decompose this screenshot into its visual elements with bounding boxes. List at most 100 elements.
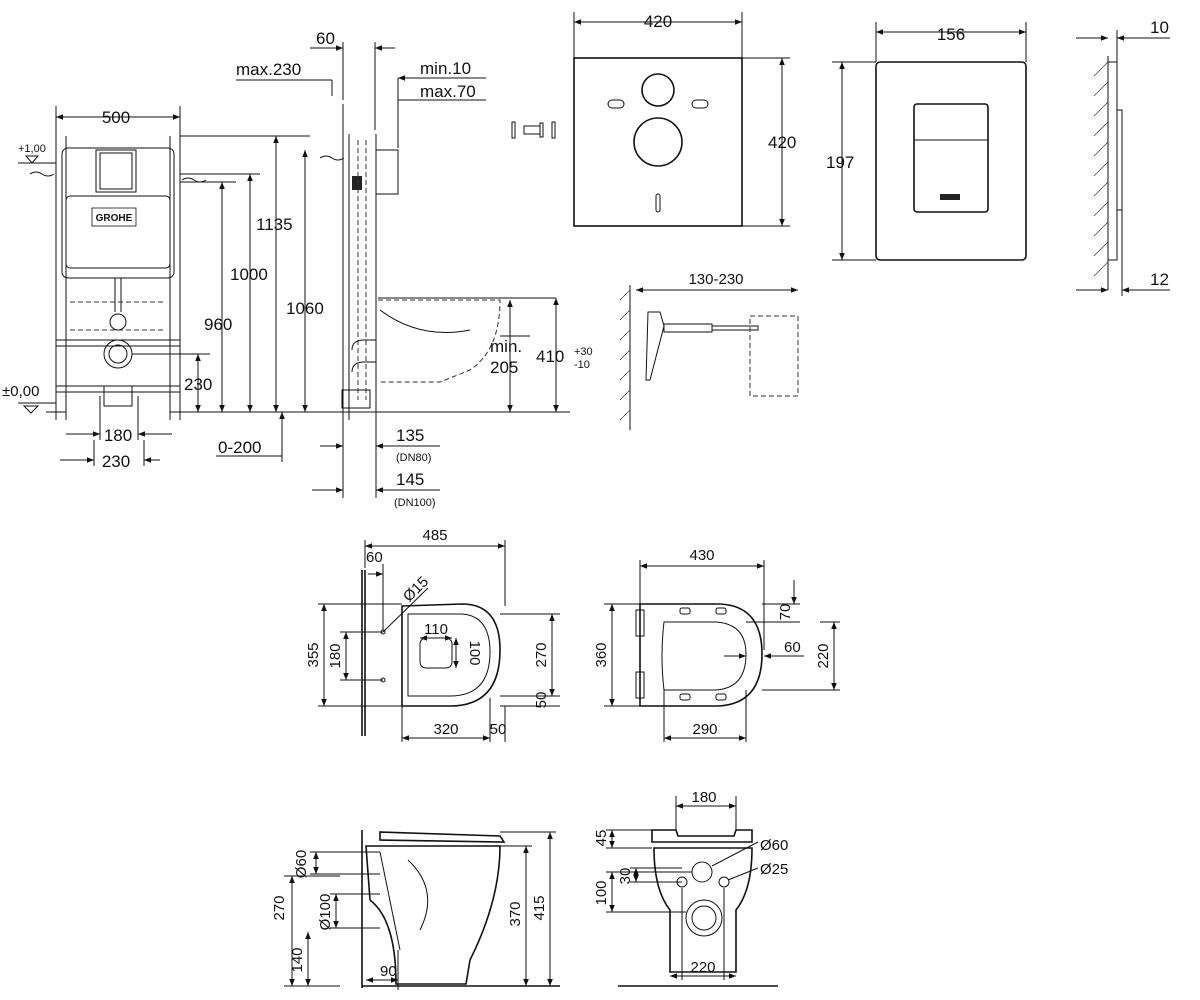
- dim-410-plus: +30: [574, 346, 593, 358]
- bowl-100-label: 100: [466, 640, 483, 665]
- dimension-min205: min. 205: [490, 300, 530, 412]
- dimension-1060: 1060: [286, 150, 324, 412]
- rear-220-label: 220: [690, 959, 715, 976]
- bowl-top-dimensions: 485 60 Ø15 110 100 355 180 270 50 320 50: [305, 527, 560, 742]
- dim-180-label: 180: [104, 426, 132, 445]
- level-floor-marker: ±0,00: [2, 383, 56, 414]
- rear-d25-label: Ø25: [760, 861, 788, 878]
- side-d60-label: Ø60: [293, 850, 310, 878]
- dimension-plate-156: 156: [875, 22, 1027, 62]
- dim-1060-label: 1060: [286, 299, 324, 318]
- bowl-50v-label: 50: [533, 692, 550, 709]
- seat-220-label: 220: [815, 643, 832, 668]
- dimension-pad-420-width: 420: [573, 12, 743, 58]
- anchor-range-label: 130-230: [688, 271, 743, 288]
- dim-230b-label: 230: [102, 452, 130, 471]
- dim-60-label: 60: [316, 29, 335, 48]
- plate-height-label: 197: [826, 153, 854, 172]
- dimension-1000: 1000: [180, 173, 268, 412]
- side-d100-label: Ø100: [317, 894, 334, 931]
- dim-min10-label: min.10: [420, 59, 471, 78]
- bowl-180-label: 180: [327, 643, 344, 668]
- dim-500-label: 500: [102, 108, 130, 127]
- seat-430-label: 430: [689, 547, 714, 564]
- dimension-500: 500: [55, 106, 181, 136]
- plate-side-10-label: 10: [1150, 18, 1169, 37]
- bowl-270-label: 270: [533, 642, 550, 667]
- rear-180-label: 180: [691, 789, 716, 806]
- rear-d60-label: Ø60: [760, 837, 788, 854]
- dim-1000-label: 1000: [230, 265, 268, 284]
- bowl-110-label: 110: [424, 621, 448, 638]
- dim-max70-label: max.70: [420, 82, 476, 101]
- bowl-side-view: [361, 830, 560, 988]
- dimension-180: 180: [66, 396, 172, 445]
- dimension-plate-side-12: 12: [1076, 210, 1170, 296]
- dimension-plate-side-10: 10: [1076, 18, 1170, 62]
- dim-dn80-label: (DN80): [396, 452, 431, 464]
- rear-100-label: 100: [593, 880, 610, 905]
- dimension-max230: max.230: [236, 60, 333, 96]
- level-top-marker: +1,00: [18, 143, 56, 164]
- flush-plate-front: [875, 61, 1027, 261]
- rear-45-label: 45: [593, 830, 610, 847]
- bowl-side-dimensions: Ø60 270 Ø100 140 370 415 90: [271, 831, 556, 990]
- dim-0-200-label: 0-200: [218, 438, 261, 457]
- dim-max230-label: max.230: [236, 60, 301, 79]
- plate-width-label: 156: [937, 25, 965, 44]
- dimension-230-horizontal: 230: [60, 440, 160, 471]
- side-140-label: 140: [289, 947, 306, 972]
- dimension-60-top: 60: [310, 29, 395, 130]
- dim-min205-line1: min.: [490, 337, 522, 356]
- dim-145-label: 145: [396, 470, 424, 489]
- dimension-min10-max70: min.10 max.70: [397, 59, 486, 148]
- pad-height-label: 420: [768, 133, 796, 152]
- seat-top-view: [635, 603, 763, 707]
- plate-side-12-label: 12: [1150, 270, 1169, 289]
- pad-width-label: 420: [644, 12, 672, 31]
- bowl-320-label: 320: [433, 721, 458, 738]
- seat-360-label: 360: [593, 642, 610, 667]
- dim-230-label: 230: [184, 375, 212, 394]
- frame-front-view: GROHE: [29, 136, 207, 420]
- seat-290-label: 290: [692, 721, 717, 738]
- side-90-label: 90: [380, 963, 397, 980]
- dimension-960: 960: [180, 181, 236, 412]
- level-floor-label: ±0,00: [2, 383, 39, 400]
- bowl-485-label: 485: [422, 527, 447, 544]
- dim-1135-label: 1135: [256, 215, 293, 234]
- bowl-60-label: 60: [366, 549, 383, 566]
- dimension-410: 410 +30 -10: [536, 298, 593, 412]
- dim-960-label: 960: [204, 315, 232, 334]
- insulation-pad: [573, 57, 743, 227]
- dim-410-minus: -10: [574, 359, 590, 371]
- grohe-logo-text: GROHE: [96, 213, 133, 224]
- dimension-135: 135 (DN80): [320, 412, 440, 498]
- side-370-label: 370: [507, 901, 524, 926]
- dimension-130-230: 130-230: [636, 271, 798, 293]
- frame-side-view: [319, 104, 556, 420]
- dim-dn100-label: (DN100): [394, 497, 436, 509]
- seat-top-dimensions: 430 70 60 360 220 290: [593, 547, 840, 742]
- rear-30-label: 30: [617, 868, 634, 885]
- grohe-logo: [91, 207, 137, 227]
- dimension-pad-420-height: 420: [742, 57, 796, 227]
- bowl-50h-label: 50: [490, 721, 507, 738]
- bowl-d15-label: Ø15: [400, 573, 432, 605]
- dimension-230-vertical: 230: [132, 353, 212, 412]
- side-270-label: 270: [271, 895, 288, 920]
- seat-70-label: 70: [777, 604, 794, 621]
- dim-135-label: 135: [396, 426, 424, 445]
- flush-plate-side: [1093, 56, 1123, 290]
- level-top-label: +1,00: [18, 143, 46, 155]
- dimension-0-200: 0-200: [216, 412, 285, 462]
- seat-60-label: 60: [784, 639, 801, 656]
- dim-min205-line2: 205: [490, 358, 518, 377]
- dimension-1135: 1135: [180, 135, 310, 412]
- bowl-355-label: 355: [305, 642, 322, 667]
- dim-410-label: 410: [536, 347, 564, 366]
- wall-anchor: [619, 285, 799, 430]
- dimension-145: 145 (DN100): [312, 470, 440, 509]
- bowl-top-view: [361, 570, 501, 736]
